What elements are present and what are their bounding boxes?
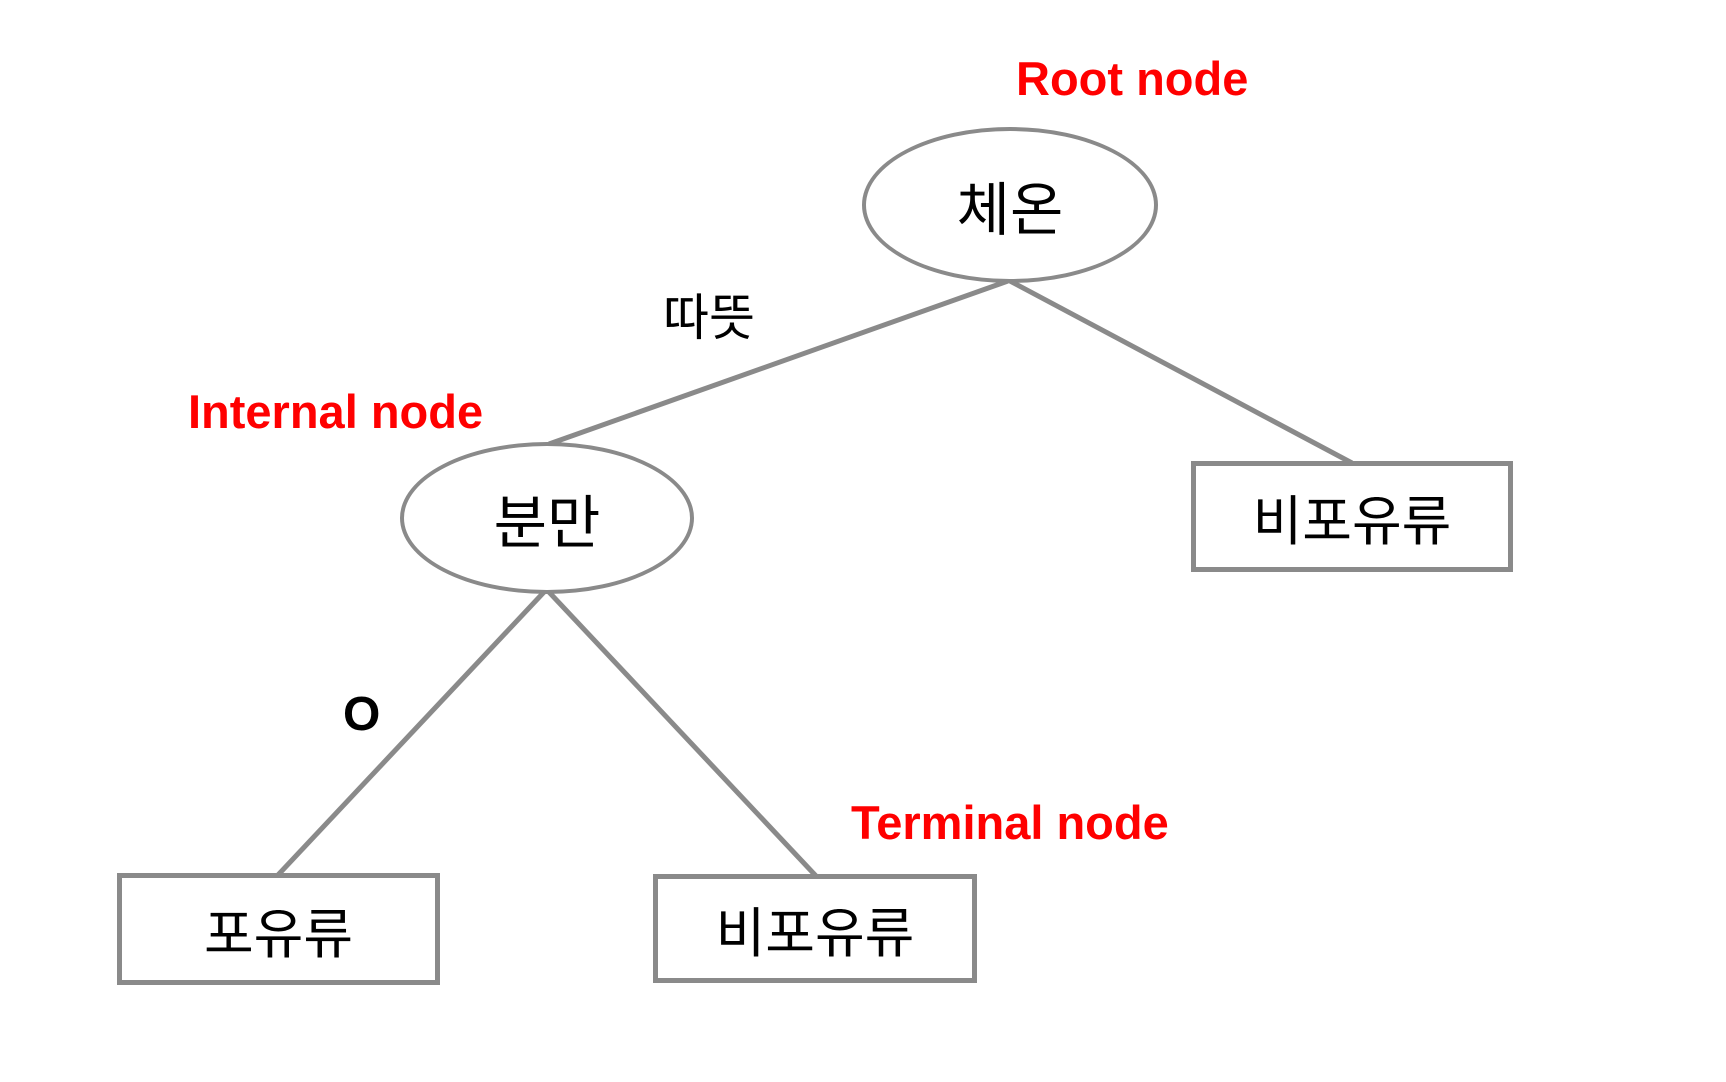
edge-root-to-internal (548, 278, 1009, 447)
internal-node-text: 분만 (493, 491, 601, 556)
root-node-text: 체온 (956, 178, 1064, 243)
terminal-node-annotation: Terminal node (851, 796, 1169, 849)
edge-label-warm: 따뜻 (663, 290, 755, 346)
terminal-node-middle-text: 비포유류 (715, 904, 915, 964)
root-node-ellipse: 체온 (862, 127, 1158, 283)
terminal-node-middle: 비포유류 (653, 874, 977, 983)
edge-internal-to-left-leaf (276, 589, 547, 877)
edge-internal-to-middle-leaf (546, 589, 818, 878)
internal-node-ellipse: 분만 (400, 442, 694, 594)
edge-label-o: O (343, 688, 381, 741)
terminal-node-right-text: 비포유류 (1252, 492, 1452, 552)
internal-node-annotation: Internal node (188, 385, 484, 438)
terminal-node-left-text: 포유류 (203, 904, 354, 965)
terminal-node-right: 비포유류 (1191, 461, 1513, 572)
edge-root-to-right-leaf (1008, 278, 1354, 466)
root-node-annotation: Root node (1016, 52, 1249, 105)
terminal-node-left: 포유류 (117, 873, 440, 985)
